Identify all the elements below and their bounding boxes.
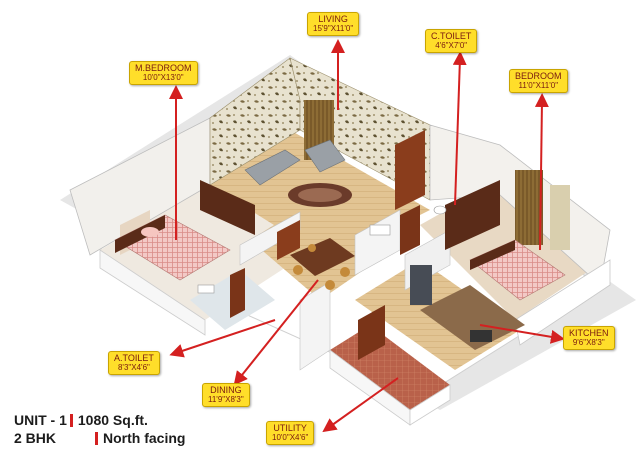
room-dimensions: 10'0"X13'0" (142, 73, 184, 82)
label-dining: DINING 11'9"X8'3" (202, 383, 250, 407)
room-dimensions: 4'6"X7'0" (435, 41, 468, 50)
label-ctoilet: C.TOILET 4'6"X7'0" (425, 29, 478, 53)
label-bedroom: BEDROOM 11'0"X11'0" (509, 69, 568, 93)
unit-facing: North facing (103, 430, 186, 446)
room-dimensions: 9'6"X8'3" (572, 338, 605, 347)
arrow-utility (322, 377, 399, 433)
unit-type: 2 BHK (14, 430, 57, 446)
room-dimensions: 11'9"X8'3" (208, 395, 244, 404)
arrow-atoilet (169, 319, 276, 358)
room-dimensions: 10'0"X4'6" (272, 433, 309, 442)
separator (69, 413, 73, 427)
pointer-arrows (169, 39, 565, 433)
label-kitchen: KITCHEN 9'6"X8'3" (563, 326, 615, 350)
unit-info: UNIT - 1 1080 Sq.ft. 2 BHK North facing (14, 411, 185, 447)
arrow-dining (233, 279, 319, 386)
unit-info-row-1: UNIT - 1 1080 Sq.ft. (14, 411, 185, 429)
room-dimensions: 8'3"X4'6" (117, 363, 150, 372)
label-utility: UTILITY 10'0"X4'6" (266, 421, 315, 445)
room-name: BEDROOM (515, 71, 562, 81)
label-mbedroom: M.BEDROOM 10'0"X13'0" (129, 61, 198, 85)
unit-number: UNIT - 1 (14, 412, 67, 428)
label-living: LIVING 15'9"X11'0" (307, 12, 360, 36)
unit-area: 1080 Sq.ft. (77, 412, 148, 428)
room-name: DINING (210, 385, 242, 395)
separator (95, 431, 98, 445)
arrow-ctoilet (452, 51, 467, 206)
room-name: M.BEDROOM (135, 63, 192, 73)
arrow-kitchen (479, 324, 565, 344)
room-name: LIVING (318, 14, 348, 24)
unit-info-row-2: 2 BHK North facing (14, 429, 185, 447)
room-name: C.TOILET (431, 31, 472, 41)
label-atoilet: A.TOILET 8'3"X4'6" (108, 351, 160, 375)
room-dimensions: 15'9"X11'0" (313, 24, 354, 33)
arrow-bedroom (534, 93, 549, 251)
room-name: UTILITY (273, 423, 307, 433)
room-dimensions: 11'0"X11'0" (518, 81, 559, 90)
room-name: A.TOILET (114, 353, 154, 363)
room-name: KITCHEN (569, 328, 609, 338)
